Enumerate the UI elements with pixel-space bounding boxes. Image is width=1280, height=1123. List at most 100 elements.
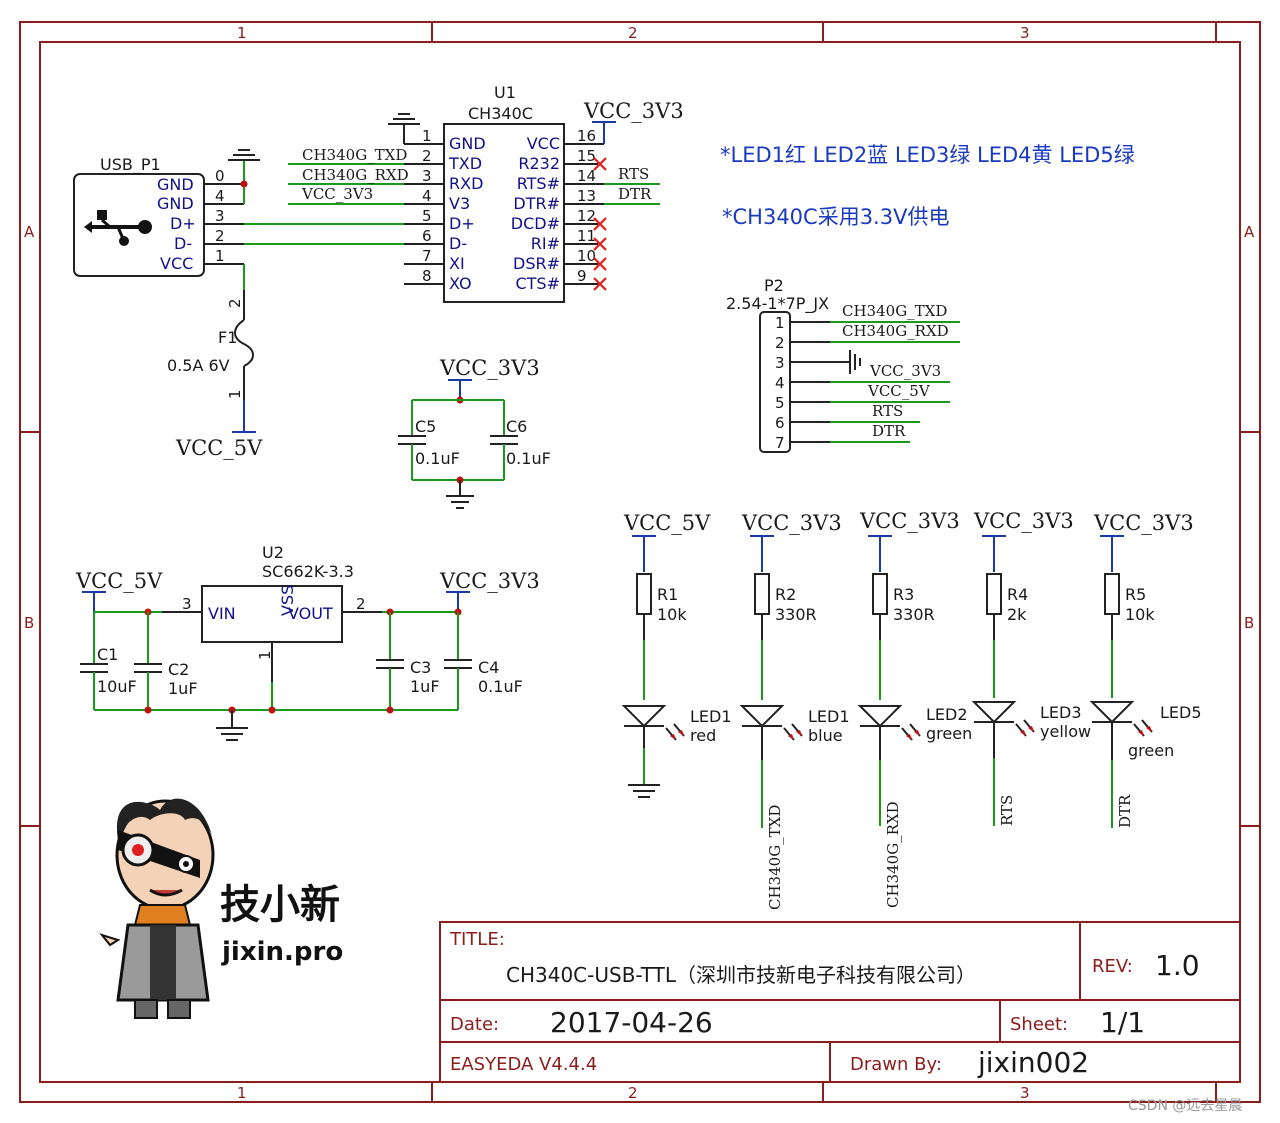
- p2-pin-6: 6: [775, 414, 785, 432]
- u2-vcc3v3-label: VCC_3V3: [439, 569, 540, 593]
- r1-designator: R1: [657, 585, 678, 604]
- sheet-label: Sheet:: [1010, 1014, 1068, 1035]
- u1-vcc3v3-label: VCC_3V3: [583, 99, 684, 123]
- outer-frame: [19, 21, 1261, 1103]
- logo-name: 技小新: [220, 882, 340, 928]
- p2-net-vcc3v3: VCC_3V3: [869, 362, 941, 380]
- c5-value: 0.1uF: [415, 449, 460, 468]
- u1-pin-name-cts: CTS#: [515, 274, 560, 293]
- frame-ticks: [20, 22, 1260, 1102]
- r1-value: 10k: [657, 605, 687, 624]
- p2-pin-3: 3: [775, 354, 785, 372]
- u1-pin-16: 16: [577, 127, 596, 145]
- u1-pin-name-rts: RTS#: [517, 174, 560, 193]
- usb-pin-num-4: 4: [215, 187, 225, 205]
- led-branch-4: R4 2k LED3 yellow RTS: [971, 535, 1091, 826]
- u1-pin-8: 8: [422, 267, 432, 285]
- u1-pin-name-vcc: VCC: [527, 134, 560, 153]
- u1-net-txd: CH340G_TXD: [302, 146, 407, 164]
- c5c6-vcc3v3-label: VCC_3V3: [439, 356, 540, 380]
- u1-net-dtr: DTR: [618, 185, 652, 203]
- c2-value: 1uF: [168, 679, 198, 698]
- c4-designator: C4: [478, 658, 499, 677]
- drawn-label: Drawn By:: [850, 1054, 942, 1075]
- led-branch-2-supply: VCC_3V3: [741, 511, 842, 535]
- led-branch-3-net: CH340G_RXD: [884, 801, 902, 908]
- r5-value: 10k: [1125, 605, 1155, 624]
- p2-pin-7: 7: [775, 434, 785, 452]
- usb-pin-num-2: 2: [215, 227, 225, 245]
- led-branch-5-net: DTR: [1116, 794, 1134, 828]
- sheet-value: 1/1: [1100, 1006, 1145, 1039]
- r3-value: 330R: [893, 605, 935, 624]
- led-branch-2: R2 330R LED1 blue CH340G_TXD: [739, 535, 850, 910]
- note-power: *CH340C采用3.3V供电: [722, 205, 949, 229]
- led1-color: red: [690, 726, 716, 745]
- u2-pin-name-vin: VIN: [208, 604, 236, 623]
- usb-pin-name-dp: D+: [170, 214, 196, 233]
- u1-ground-symbol: [388, 113, 420, 144]
- usb-ground-symbol: [228, 149, 260, 204]
- zone-col-3-top: 3: [1020, 24, 1030, 42]
- mascot-illustration: [99, 798, 215, 1019]
- u1-designator: U1: [494, 83, 516, 102]
- u1-pin-name-v3: V3: [449, 194, 470, 213]
- u1-pin-name-rxd: RXD: [449, 174, 483, 193]
- u2-vcc5v-label: VCC_5V: [75, 569, 163, 593]
- p2-net-txd: CH340G_TXD: [842, 302, 947, 320]
- led-branch-3-supply: VCC_3V3: [859, 509, 960, 533]
- u1-part: CH340C: [468, 104, 533, 123]
- u1-pin-15: 15: [577, 147, 596, 165]
- zone-col-2-bottom: 2: [628, 1084, 638, 1102]
- led-branch-4-net: RTS: [998, 795, 1016, 826]
- usb-pin-name-vcc: VCC: [160, 254, 193, 273]
- decoupling-c5-c6: VCC_3V3 C5 0.1uF C6 0.1uF: [398, 356, 551, 509]
- u1-right-pins: 16 15 14 13 12 11 10 9 VCC R232 RTS# DTR…: [511, 127, 604, 293]
- u2-pin-name-vout: VOUT: [288, 604, 333, 623]
- u2-part: SC662K-3.3: [262, 562, 354, 581]
- note-led-colors: *LED1红 LED2蓝 LED3绿 LED4黄 LED5绿: [720, 143, 1135, 167]
- usb-pin-num-1: 1: [215, 247, 225, 265]
- led1-designator: LED1: [690, 707, 732, 726]
- c4-value: 0.1uF: [478, 677, 523, 696]
- date-label: Date:: [450, 1014, 499, 1035]
- usb-pin-name-gnd2: GND: [157, 194, 194, 213]
- u1-ch340c: U1 CH340C 1 2 3 4 5 6 7 8 GND TXD RXD V3…: [404, 83, 607, 303]
- watermark: CSDN @远去星晨: [1128, 1098, 1242, 1114]
- led-branch-3: R3 330R LED2 green CH340G_RXD: [857, 535, 972, 908]
- p2-net-rts: RTS: [872, 402, 903, 420]
- p2-footprint: 2.54-1*7P_JX: [726, 294, 829, 314]
- usb-pin-name-dm: D-: [174, 234, 192, 253]
- p2-pin-5: 5: [775, 394, 785, 412]
- c1-value: 10uF: [97, 677, 137, 696]
- regulator-ground-rail: [94, 682, 458, 741]
- usb-icon: [84, 210, 152, 246]
- zone-col-1-top: 1: [237, 24, 247, 42]
- u2-pin-1: 1: [256, 650, 274, 660]
- usb-pin-num-0: 0: [215, 167, 225, 185]
- title-label: TITLE:: [449, 929, 505, 950]
- led4-designator: LED3: [1040, 703, 1082, 722]
- fuse-designator: F1: [218, 328, 237, 347]
- c5-designator: C5: [415, 417, 436, 436]
- led5-color: green: [1128, 741, 1174, 760]
- zone-col-2-top: 2: [628, 24, 638, 42]
- fuse-vcc5v-label: VCC_5V: [175, 436, 263, 460]
- u1-pin-6: 6: [422, 227, 432, 245]
- usb-pin-name-gnd1: GND: [157, 175, 194, 194]
- led4-color: yellow: [1040, 722, 1091, 741]
- led-branches: VCC_5V VCC_3V3 VCC_3V3 VCC_3V3 VCC_3V3 R…: [621, 509, 1202, 910]
- usb-connector: USB_P1 GND GND D+ D- VCC 0 4 3 2 1: [73, 155, 244, 277]
- u1-net-rxd: CH340G_RXD: [302, 166, 409, 184]
- u1-pin-14: 14: [577, 167, 596, 185]
- title-block: TITLE: CH340C-USB-TTL（深圳市技新电子科技有限公司） REV…: [439, 921, 1241, 1083]
- zone-row-b-right: B: [1244, 614, 1254, 632]
- r5-designator: R5: [1125, 585, 1146, 604]
- u1-pin-13: 13: [577, 187, 596, 205]
- logo-site: jixin.pro: [221, 937, 343, 967]
- u1-pin-5: 5: [422, 207, 432, 225]
- c3-designator: C3: [410, 658, 431, 677]
- zone-row-a-left: A: [24, 223, 35, 241]
- u1-pin-9: 9: [577, 267, 587, 285]
- led3-color: green: [926, 724, 972, 743]
